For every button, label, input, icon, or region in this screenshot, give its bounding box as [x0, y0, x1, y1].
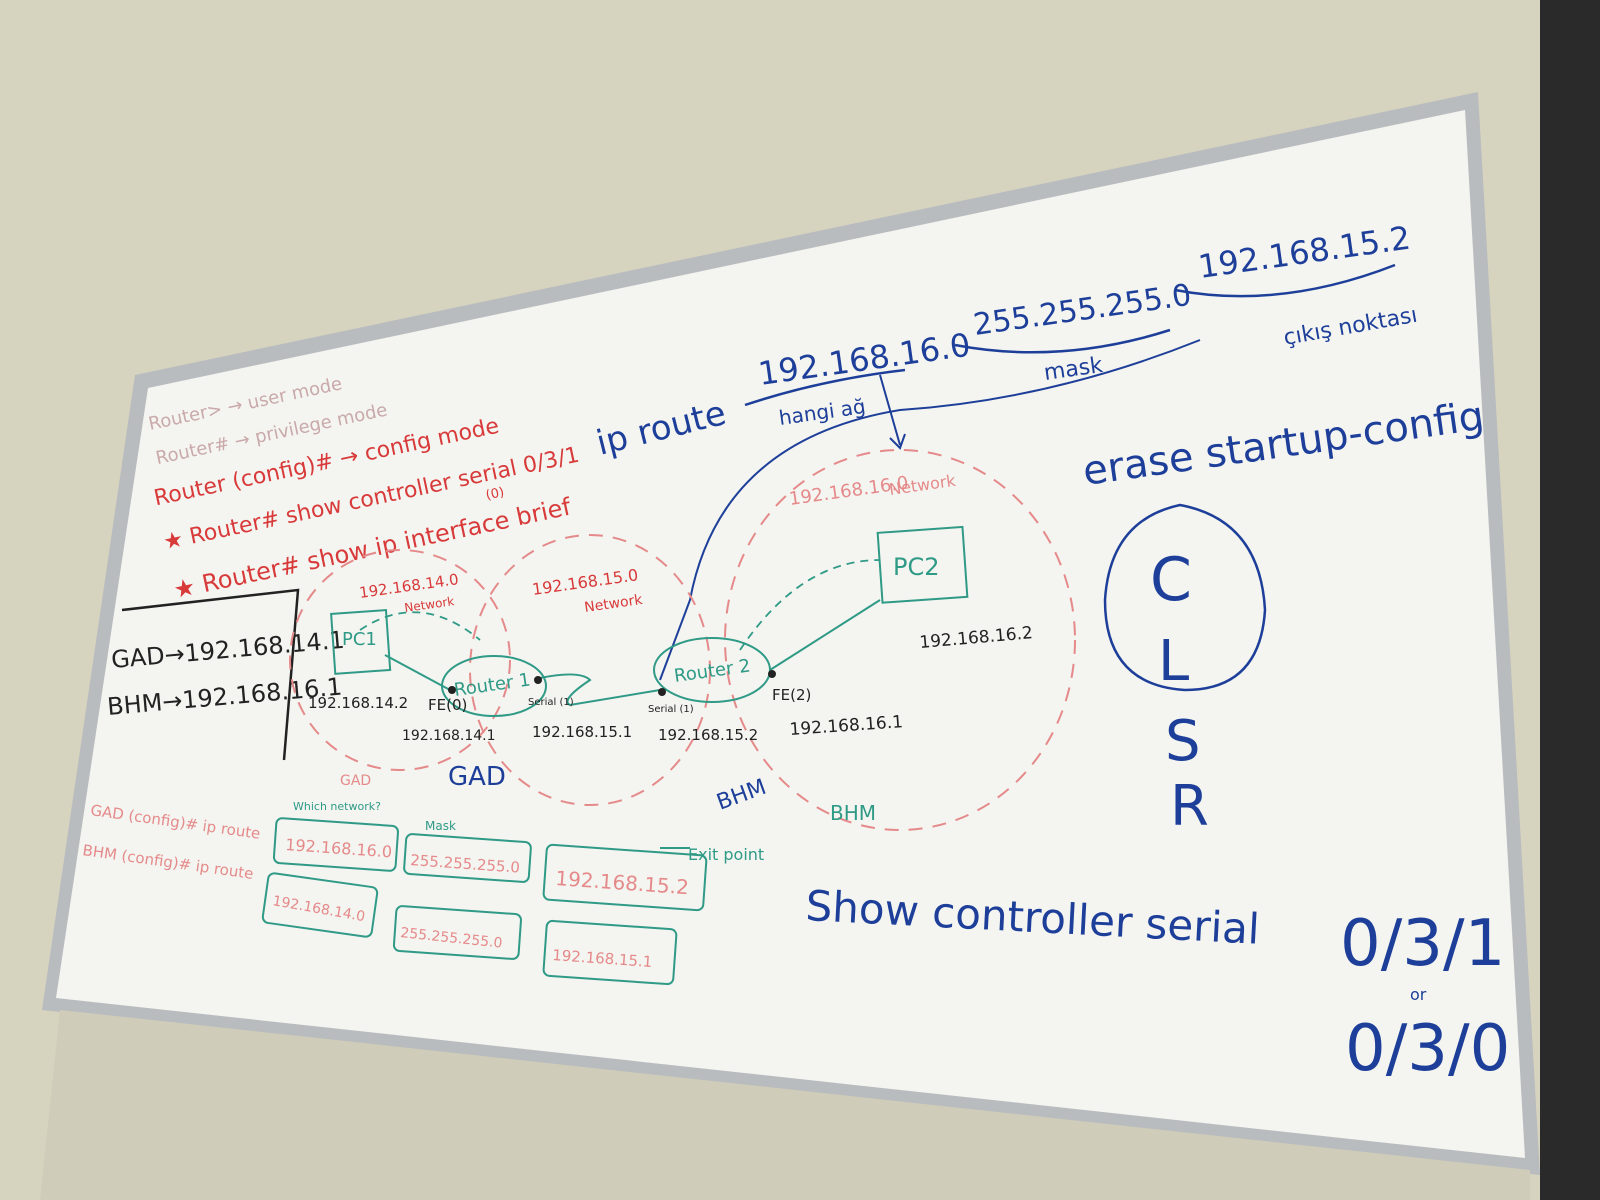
serial-ip2: 192.168.15.2: [658, 726, 758, 744]
bhm-teal-label: BHM: [830, 801, 876, 825]
exit-point-header: Exit point: [688, 845, 764, 864]
pc2-box: [876, 525, 969, 604]
gad-red-label: GAD: [340, 773, 371, 789]
dark-door-edge: [1540, 0, 1600, 1200]
clsr-letter-r: R: [1170, 774, 1209, 839]
r1-fe-ip: 192.168.14.1: [402, 728, 496, 744]
router2-shape: [653, 637, 771, 703]
pc1-ip: 192.168.14.2: [308, 694, 408, 712]
floor-wall: [40, 1010, 1530, 1200]
clsr-letter-l: L: [1158, 629, 1189, 694]
interface-a: 0/3/1: [1340, 907, 1505, 981]
which-network-header: Which network?: [293, 800, 381, 813]
clsr-letter-c: C: [1150, 545, 1192, 615]
mask-header: Mask: [425, 819, 456, 833]
clsr-letter-s: S: [1165, 709, 1201, 774]
fe2-label: FE(2): [772, 686, 811, 704]
board-surface: [56, 110, 1525, 1158]
interface-or: or: [1410, 985, 1427, 1004]
interface-b: 0/3/0: [1345, 1012, 1510, 1086]
fe0-label: FE(0): [428, 696, 467, 714]
serial-ip1: 192.168.15.1: [532, 723, 632, 741]
serial-interfaces: 0/3/1 or 0/3/0: [1340, 907, 1510, 1086]
pc2-label: PC2: [893, 553, 940, 581]
clsr-mnemonic: C L S R: [1103, 503, 1267, 839]
serial2-label: Serial (1): [648, 704, 694, 715]
cmd-show-controller-sub: (0): [485, 485, 506, 504]
serial1-label: Serial (1): [528, 697, 574, 708]
router1-shape: [441, 655, 547, 717]
gad-blue-label: GAD: [448, 762, 506, 792]
net14-sub: Network: [403, 594, 455, 615]
pc1-box: [330, 609, 392, 675]
pc1-label: PC1: [342, 629, 377, 650]
